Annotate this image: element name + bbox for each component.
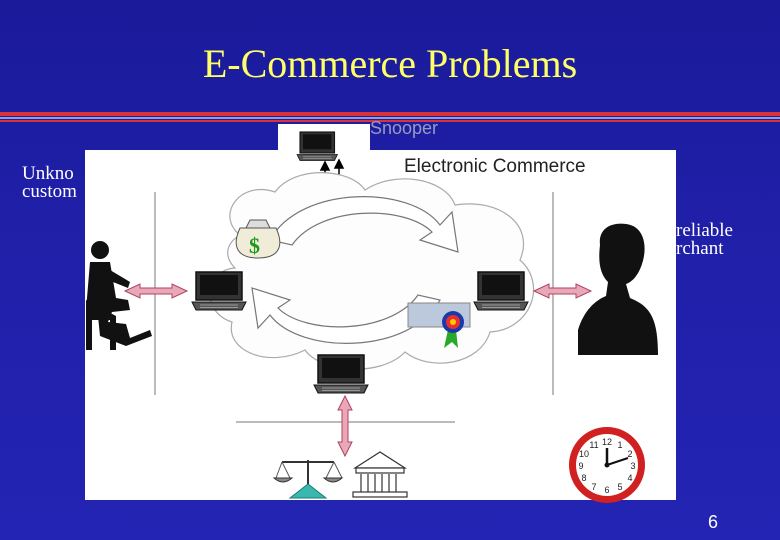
svg-text:10: 10 xyxy=(579,449,589,459)
svg-text:2: 2 xyxy=(627,449,632,459)
svg-text:11: 11 xyxy=(589,440,598,450)
merchant-silhouette-icon xyxy=(578,223,658,355)
bank-link-arrow xyxy=(337,394,353,458)
certificate-seal-icon xyxy=(407,302,471,348)
page-number: 6 xyxy=(708,512,719,532)
money-bag-icon: $ xyxy=(235,219,281,259)
svg-text:8: 8 xyxy=(581,473,586,483)
svg-text:4: 4 xyxy=(627,473,632,483)
scales-of-justice-icon xyxy=(272,460,344,499)
clock-icon: 12 1 2 3 4 5 6 7 8 9 10 11 xyxy=(569,427,645,503)
transaction-flow-arrows xyxy=(251,196,459,344)
slide-title: E-Commerce Problems xyxy=(202,41,578,86)
merchant-laptop-icon xyxy=(473,271,529,311)
customer-link-arrow xyxy=(123,283,189,299)
unreliable-merchant-line2: rchant xyxy=(676,238,724,259)
merchant-link-arrow xyxy=(532,283,593,299)
customer-laptop-icon xyxy=(191,271,247,311)
bank-icon xyxy=(352,451,408,498)
snooper-laptop-icon xyxy=(296,131,339,162)
title-rule-top xyxy=(0,112,780,116)
bank-laptop-icon xyxy=(313,354,369,394)
unreliable-merchant-line1: reliable xyxy=(676,220,733,241)
customer-silhouette-icon xyxy=(86,241,152,350)
svg-text:$: $ xyxy=(249,233,260,258)
svg-text:6: 6 xyxy=(604,485,609,495)
unknown-customer-line2: custom xyxy=(22,181,77,202)
svg-text:9: 9 xyxy=(578,461,583,471)
svg-text:12: 12 xyxy=(602,437,612,447)
snooper-label: Snooper xyxy=(370,118,439,138)
diagram-heading: Electronic Commerce xyxy=(404,156,586,177)
unknown-customer-line1: Unkno xyxy=(22,163,74,184)
svg-text:5: 5 xyxy=(617,482,622,492)
svg-text:1: 1 xyxy=(617,440,622,450)
svg-text:3: 3 xyxy=(630,461,635,471)
title-rule-middle xyxy=(0,117,780,119)
title-rule-bottom xyxy=(0,120,780,122)
svg-text:7: 7 xyxy=(591,482,596,492)
